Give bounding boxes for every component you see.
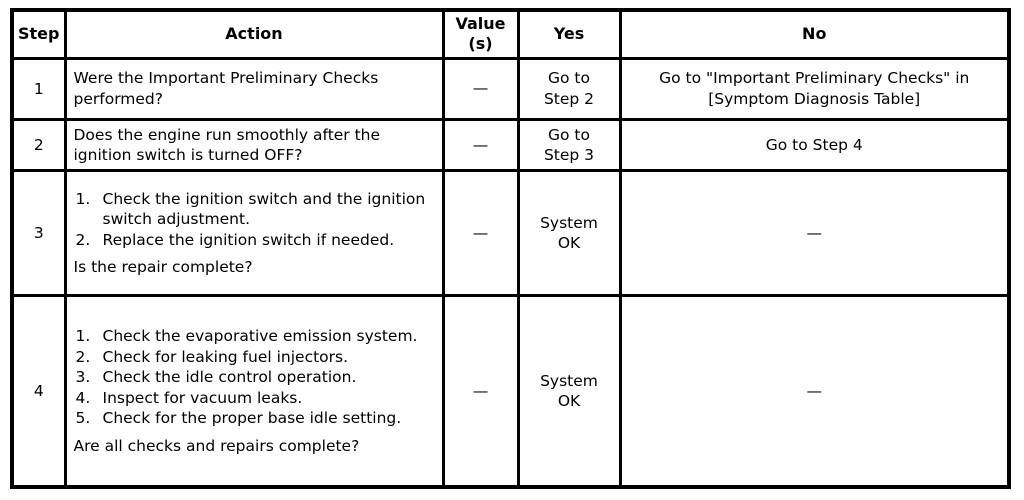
action-list-item: 4. Inspect for vacuum leaks. [74,388,436,408]
list-item-text: Check the ignition switch and the igniti… [102,190,426,229]
header-value: Value (s) [441,8,520,60]
action-list-item: 1. Check the ignition switch and the ign… [74,189,436,230]
list-item-number: 2. [75,347,91,366]
action-list-item: 2. Check for leaking fuel injectors. [74,347,436,367]
header-no: No [618,8,1011,60]
list-item-text: Check the idle control operation. [102,368,357,387]
header-yes: Yes [516,8,622,60]
action-question: Is the repair complete? [73,258,253,277]
action-cell: Were the Important Preliminary Checks pe… [63,56,445,121]
no-cell: — [618,294,1011,489]
list-item-text: Inspect for vacuum leaks. [102,388,303,407]
value-cell: — [441,117,520,173]
yes-cell: System OK [516,294,622,489]
list-item-text: Check for leaking fuel injectors. [102,347,349,366]
yes-cell: Go to Step 3 [516,117,622,173]
action-list-item: 2. Replace the ignition switch if needed… [74,230,436,250]
action-list-item: 5. Check for the proper base idle settin… [74,408,436,428]
list-item-text: Check for the proper base idle setting. [102,409,402,428]
table-row: 3 1. Check the ignition switch and the i… [10,169,1011,298]
step-number: 4 [10,294,67,489]
action-list: 1. Check the evaporative emission system… [74,326,436,428]
action-cell: 1. Check the ignition switch and the ign… [63,169,445,298]
no-cell: Go to Step 4 [618,117,1011,173]
yes-cell: System OK [516,169,622,298]
list-item-number: 2. [75,230,91,249]
diagnostic-table: Step Action Value (s) Yes No 1 Were the … [10,8,1011,489]
table-header-row: Step Action Value (s) Yes No [10,8,1011,60]
table-row: 1 Were the Important Preliminary Checks … [10,56,1011,121]
yes-cell: Go to Step 2 [516,56,622,121]
value-cell: — [441,169,520,298]
action-question: Are all checks and repairs complete? [73,436,360,455]
action-cell: 1. Check the evaporative emission system… [63,294,445,489]
action-question: Does the engine run smoothly after the i… [73,125,381,164]
list-item-number: 4. [75,388,91,407]
manual-page: Step Action Value (s) Yes No 1 Were the … [0,8,1024,500]
step-number: 2 [10,117,67,173]
action-question: Were the Important Preliminary Checks pe… [73,69,379,108]
action-cell: Does the engine run smoothly after the i… [63,117,445,173]
action-list-item: 1. Check the evaporative emission system… [74,326,436,346]
value-cell: — [441,56,520,121]
no-cell: Go to "Important Preliminary Checks" in … [618,56,1011,121]
step-number: 1 [10,56,67,121]
list-item-number: 1. [75,190,91,208]
action-list-item: 3. Check the idle control operation. [74,367,436,387]
value-cell: — [441,294,520,489]
list-item-number: 5. [75,409,91,428]
header-step: Step [10,8,67,60]
list-item-text: Check the evaporative emission system. [102,327,418,346]
no-cell: — [618,169,1011,298]
step-number: 3 [10,169,67,298]
header-action: Action [63,8,445,60]
list-item-number: 3. [75,368,91,387]
list-item-text: Replace the ignition switch if needed. [102,230,395,249]
table-row: 2 Does the engine run smoothly after the… [10,117,1011,173]
list-item-number: 1. [75,327,91,346]
action-list: 1. Check the ignition switch and the ign… [74,189,436,250]
table-row: 4 1. Check the evaporative emission syst… [10,294,1011,489]
